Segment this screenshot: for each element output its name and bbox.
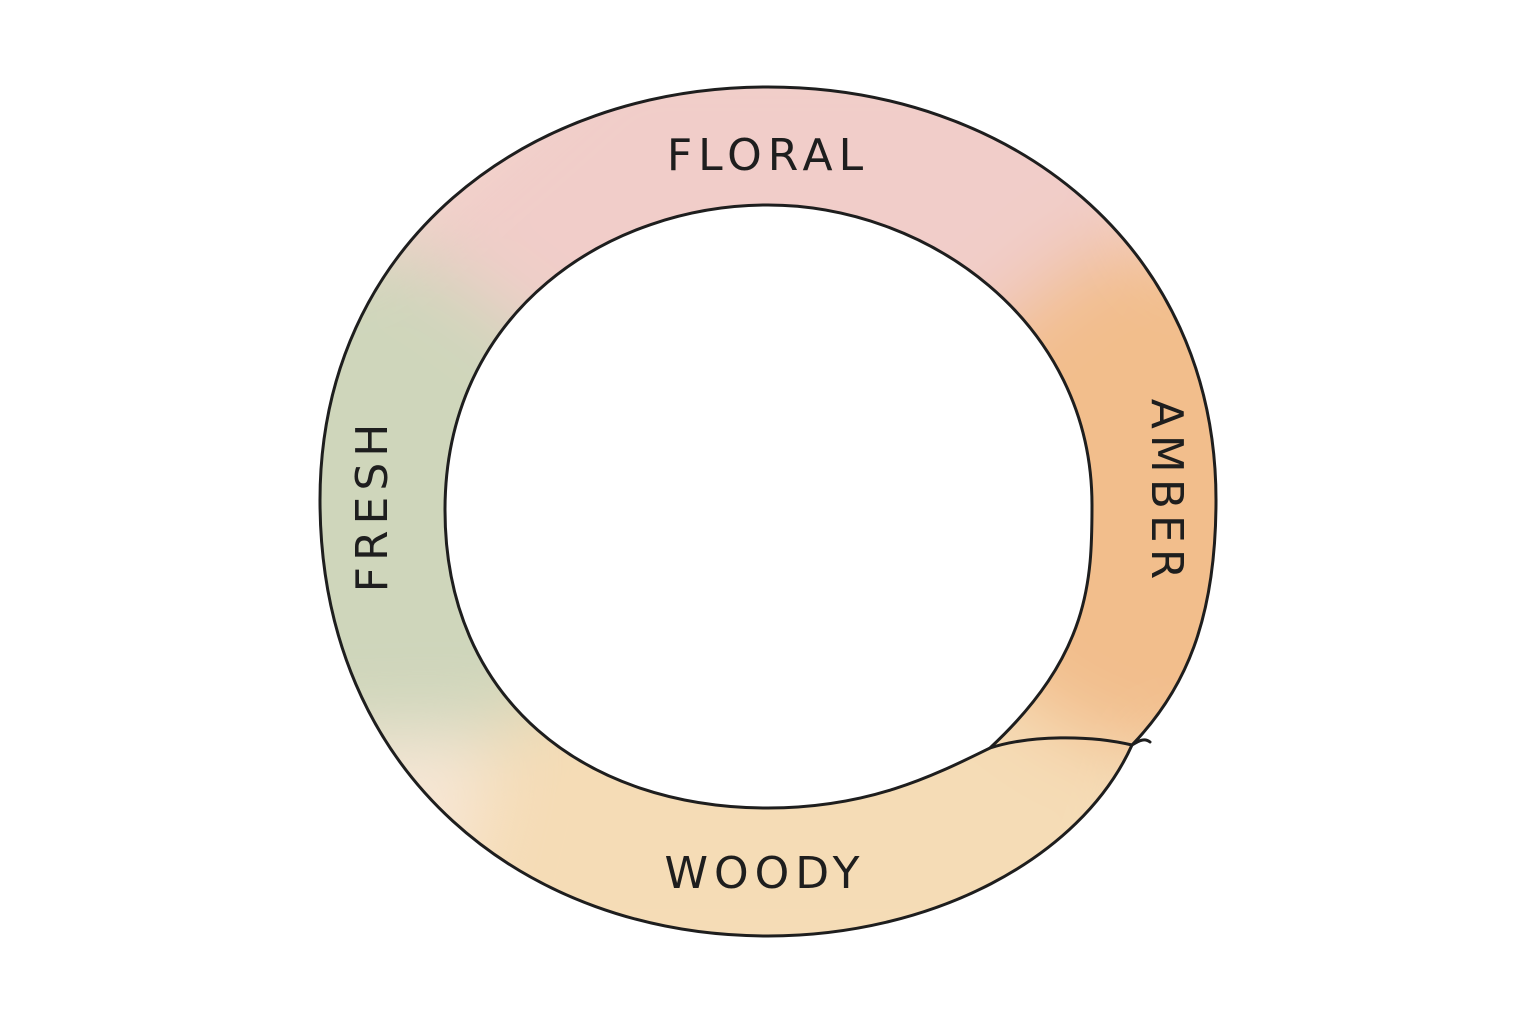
- segment-label-floral: FLORAL: [667, 130, 869, 181]
- ring-outline: [318, 85, 1218, 938]
- outer-outline: [318, 85, 1218, 938]
- segment-fill-fresh: [320, 250, 768, 740]
- segment-fill-woody: [430, 510, 1180, 936]
- segment-label-woody: WOODY: [664, 848, 865, 899]
- segment-label-amber: AMBER: [1141, 399, 1192, 586]
- curl-edge: [988, 736, 1152, 750]
- segment-label-fresh: FRESH: [347, 418, 398, 593]
- segment-fill-amber: [768, 240, 1216, 760]
- inner-outline: [443, 203, 1094, 810]
- segment-fill-floral: [330, 87, 1180, 510]
